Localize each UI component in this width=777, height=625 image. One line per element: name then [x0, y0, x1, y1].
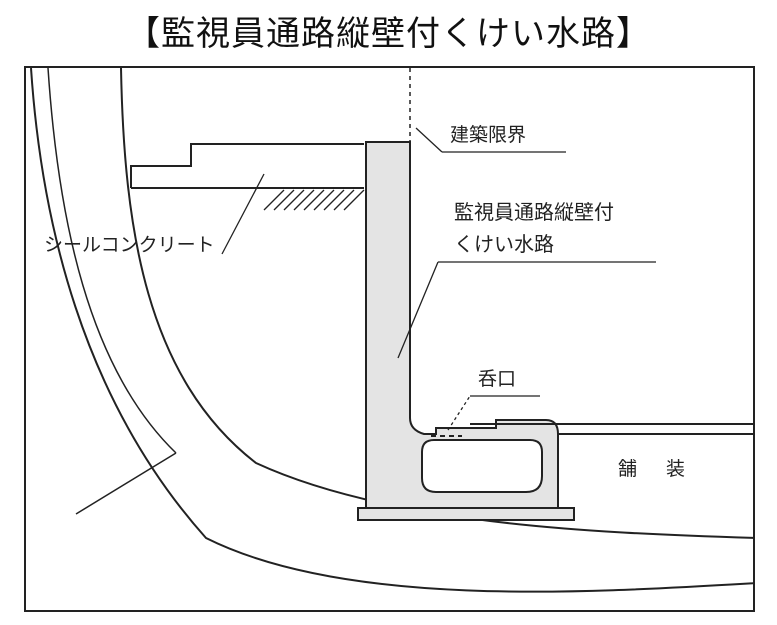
- leader-channel: [397, 261, 439, 359]
- diagram-title: 【監視員通路縦壁付くけい水路】: [126, 14, 651, 54]
- base-slab: [357, 507, 575, 521]
- construction-limit-label: 建築限界: [450, 124, 527, 146]
- pavement-label-char1: 舗: [618, 458, 638, 480]
- cross-section-drawing: [30, 68, 753, 593]
- inlet-label: 呑口: [478, 368, 517, 390]
- channel-label-line2: くけい水路: [454, 232, 554, 256]
- pavement-label-char2: 装: [666, 458, 686, 480]
- channel-inner-opening: [421, 439, 543, 493]
- tunnel-lining-inner: [120, 68, 753, 539]
- leader-construction-limit: [415, 127, 443, 153]
- seal-concrete-top: [130, 143, 364, 188]
- seal-concrete-label: シールコンクリート: [44, 234, 215, 256]
- tunnel-lining-outer: [30, 68, 753, 593]
- leader-seal-concrete: [221, 173, 265, 255]
- cross-section-frame: 建築限界 シールコンクリート 監視員通路縦壁付 くけい水路 呑口 舗 装: [24, 66, 755, 612]
- channel-label-line1: 監視員通路縦壁付: [454, 200, 614, 224]
- leader-inlet: [447, 395, 471, 431]
- tunnel-lining-mid: [47, 68, 177, 454]
- ground-hatching: [263, 189, 365, 211]
